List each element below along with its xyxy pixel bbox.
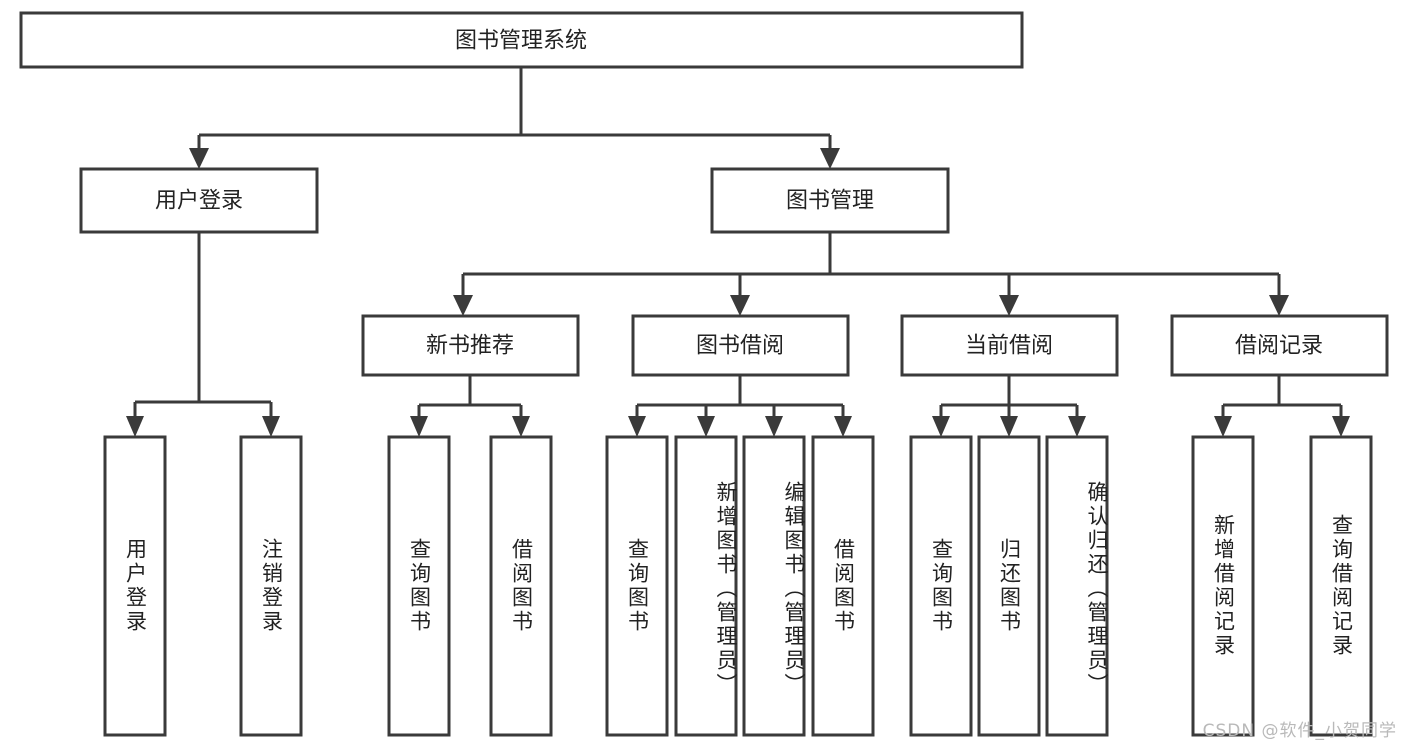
node-borrow-record-label: 借阅记录 xyxy=(1235,334,1323,359)
connector-root-to-level2 xyxy=(197,67,832,150)
leaf-box-query-book-2[interactable] xyxy=(605,435,669,737)
node-current-borrow[interactable]: 当前借阅 xyxy=(900,314,1119,377)
connector-user-login-to-leaves xyxy=(133,232,273,418)
node-current-borrow-label: 当前借阅 xyxy=(965,334,1053,359)
leaf-box-query-borrow-record[interactable] xyxy=(1309,435,1373,737)
leaf-box-add-book-admin[interactable] xyxy=(674,435,738,737)
arrow-head-icon xyxy=(765,416,783,437)
node-root-box[interactable] xyxy=(19,11,1024,69)
arrow-head-icon xyxy=(1214,416,1232,437)
arrow-head-icon xyxy=(932,416,950,437)
connector-borrow-record-to-leaves xyxy=(1221,375,1343,418)
node-current-borrow-box[interactable] xyxy=(900,314,1119,377)
node-user-login-label: 用户登录 xyxy=(155,189,243,214)
arrow-head-icon xyxy=(126,416,144,437)
leaf-box-logout[interactable] xyxy=(239,435,303,737)
leaf-box-confirm-return-admin[interactable] xyxy=(1045,435,1109,737)
arrow-head-icon xyxy=(697,416,715,437)
arrow-head-icon xyxy=(262,416,280,437)
leaf-box-edit-book-admin[interactable] xyxy=(742,435,806,737)
node-root-book-management-system[interactable]: 图书管理系统 xyxy=(19,11,1024,69)
arrow-head-icon xyxy=(834,416,852,437)
node-new-book-recommend-label: 新书推荐 xyxy=(426,334,514,359)
arrow-head-icon xyxy=(410,416,428,437)
arrow-head-icon xyxy=(999,295,1019,316)
node-new-book-recommend-box[interactable] xyxy=(361,314,580,377)
node-book-management[interactable]: 图书管理 xyxy=(710,167,950,234)
leaf-box-user-login[interactable] xyxy=(103,435,167,737)
arrow-head-icon xyxy=(730,295,750,316)
leaf-box-query-book-3[interactable] xyxy=(909,435,973,737)
connector-level2-to-level3 xyxy=(461,232,1281,297)
arrow-head-icon xyxy=(1068,416,1086,437)
arrow-head-icon xyxy=(1332,416,1350,437)
node-book-borrow-box[interactable] xyxy=(631,314,850,377)
arrow-head-icon xyxy=(189,148,209,169)
connector-new-book-to-leaves xyxy=(417,375,523,418)
node-user-login-box[interactable] xyxy=(79,167,319,234)
leaf-box-return-book[interactable] xyxy=(977,435,1041,737)
node-book-borrow-label: 图书借阅 xyxy=(696,334,784,359)
connector-current-borrow-to-leaves xyxy=(939,375,1079,418)
node-book-borrow[interactable]: 图书借阅 xyxy=(631,314,850,377)
arrow-head-icon xyxy=(512,416,530,437)
leaf-box-query-book-1[interactable] xyxy=(387,435,451,737)
node-book-management-box[interactable] xyxy=(710,167,950,234)
arrow-head-icon xyxy=(628,416,646,437)
arrow-head-icon xyxy=(1269,295,1289,316)
connector-book-borrow-to-leaves xyxy=(635,375,845,418)
leaf-box-borrow-book-1[interactable] xyxy=(489,435,553,737)
arrow-head-icon xyxy=(453,295,473,316)
node-borrow-record-box[interactable] xyxy=(1170,314,1389,377)
csdn-watermark: CSDN @软件_小贺同学 xyxy=(1202,721,1397,741)
arrow-head-icon xyxy=(820,148,840,169)
node-new-book-recommend[interactable]: 新书推荐 xyxy=(361,314,580,377)
node-borrow-record[interactable]: 借阅记录 xyxy=(1170,314,1389,377)
arrow-head-icon xyxy=(1000,416,1018,437)
node-book-management-label: 图书管理 xyxy=(786,189,874,214)
node-root-label: 图书管理系统 xyxy=(455,29,587,54)
leaf-box-borrow-book-2[interactable] xyxy=(811,435,875,737)
node-user-login[interactable]: 用户登录 xyxy=(79,167,319,234)
leaf-box-add-borrow-record[interactable] xyxy=(1191,435,1255,737)
